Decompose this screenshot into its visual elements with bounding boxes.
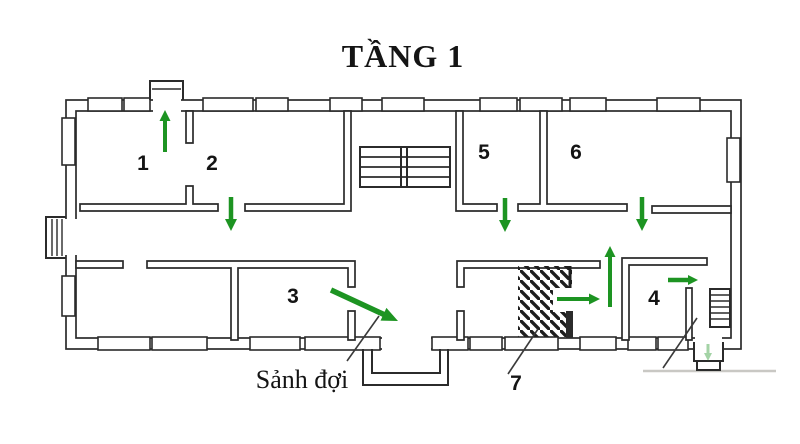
window	[97, 336, 151, 351]
side-staircase	[709, 288, 731, 328]
arrow-right-exit-down-faint	[704, 344, 712, 361]
lobby-label: Sảnh đợi	[256, 365, 348, 394]
wall-room3-right-stub	[347, 310, 356, 341]
right-exit-opening	[695, 336, 722, 351]
window	[255, 97, 289, 112]
arrow-room5-door-down	[499, 198, 511, 232]
window	[249, 336, 301, 351]
label-room-3: 3	[287, 285, 299, 308]
windows	[61, 97, 741, 351]
window	[569, 97, 607, 112]
wall-room2-stairhall	[244, 110, 352, 212]
wall-room6-bottom-right	[651, 205, 732, 214]
floor-title: TẦNG 1	[342, 38, 464, 74]
window	[519, 97, 563, 112]
wall-room3-top-divider	[146, 260, 356, 341]
window	[61, 117, 76, 166]
arrow-area7-right	[557, 293, 600, 305]
label-room-6: 6	[570, 141, 582, 164]
wall-rooms12-divider-stub	[185, 110, 194, 144]
window	[123, 97, 151, 112]
window	[726, 137, 741, 183]
window	[579, 336, 617, 351]
window	[479, 97, 518, 112]
label-room-2: 2	[206, 152, 218, 175]
evacuation-arrows	[159, 110, 712, 361]
main-entrance-opening	[382, 336, 431, 351]
label-room-5: 5	[478, 141, 490, 164]
window	[329, 97, 363, 112]
room-labels: 1 2 5 6 3 4 7	[137, 141, 660, 395]
main-staircase	[359, 146, 451, 188]
hatch-right-stub	[566, 311, 573, 338]
window	[202, 97, 254, 112]
lobby-leader	[346, 315, 380, 362]
right-exit-leader	[662, 317, 698, 369]
wall-room5-room6-divider	[517, 110, 628, 212]
wall-lobby-right-stub	[456, 310, 465, 341]
wall-room4-top-left	[621, 257, 708, 341]
left-exit-opening	[64, 219, 77, 255]
leader-lines	[346, 315, 698, 375]
label-area-7: 7	[510, 372, 522, 395]
window	[657, 336, 689, 351]
right-exit-steps	[693, 342, 724, 371]
label-room-1: 1	[137, 152, 149, 175]
window	[627, 336, 657, 351]
window	[87, 97, 123, 112]
wall-corridor-bottom-left	[75, 260, 124, 269]
wall-rooms12-bottom	[79, 185, 219, 212]
top-exit-opening	[153, 98, 181, 113]
arrow-room6-door-down	[636, 197, 648, 231]
window	[381, 97, 425, 112]
window	[151, 336, 208, 351]
window	[61, 275, 76, 317]
window	[656, 97, 701, 112]
area7-leader	[507, 328, 539, 375]
top-exit-steps	[149, 80, 184, 100]
hatched-area-7	[518, 266, 575, 338]
window	[469, 336, 503, 351]
arrow-room4-right	[668, 275, 698, 285]
label-room-4: 4	[648, 287, 660, 310]
arrow-top-exit-up	[159, 110, 171, 152]
window	[304, 336, 381, 351]
left-exit-steps	[45, 216, 66, 259]
arrow-passage-up-to-corridor	[604, 246, 616, 307]
main-entrance-steps	[362, 349, 449, 386]
arrow-room2-door-down	[225, 197, 237, 231]
arrow-room3-to-lobby-diagonal	[329, 287, 398, 321]
wall-room5-left	[455, 110, 498, 212]
